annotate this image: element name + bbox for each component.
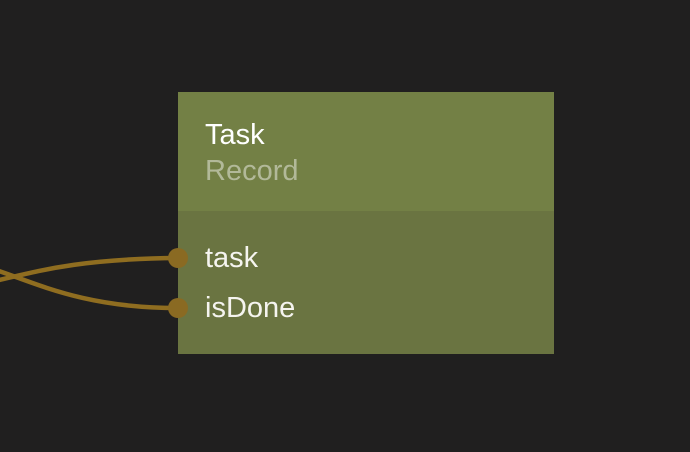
node-header: Task Record: [178, 92, 554, 211]
node-body: task isDone: [168, 211, 554, 354]
node-subtitle: Record: [205, 155, 299, 187]
port-label-task: task: [205, 242, 259, 274]
connection-wire-isdone[interactable]: [0, 262, 181, 311]
port-row-isdone: isDone: [168, 283, 554, 333]
node-task[interactable]: Task Record task isDone: [168, 92, 554, 354]
port-label-isdone: isDone: [205, 292, 296, 324]
node-title: Task: [205, 119, 265, 151]
port-row-task: task: [168, 233, 554, 283]
input-port-task-icon[interactable]: [168, 248, 188, 268]
connection-wire-task[interactable]: [0, 255, 181, 286]
input-port-isdone-icon[interactable]: [168, 298, 188, 318]
